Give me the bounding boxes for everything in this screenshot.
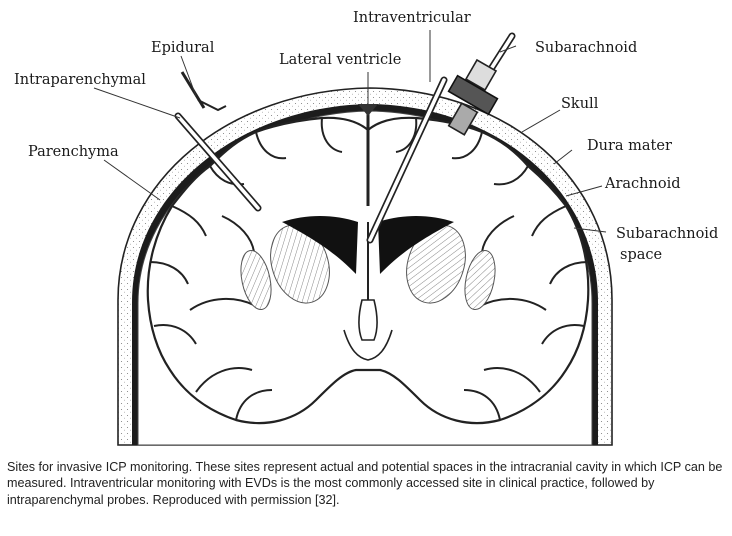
label-lateral-ventricle: Lateral ventricle bbox=[279, 52, 401, 68]
label-dura-mater: Dura mater bbox=[587, 138, 672, 154]
subarachnoid-bolt bbox=[447, 32, 516, 136]
label-skull: Skull bbox=[561, 96, 599, 112]
lateral-ventricle-left bbox=[282, 216, 358, 274]
label-subarachnoid-space-line2: space bbox=[620, 247, 662, 263]
basal-ganglia-right bbox=[406, 224, 466, 304]
figure-caption: Sites for invasive ICP monitoring. These… bbox=[7, 460, 723, 507]
label-epidural: Epidural bbox=[151, 40, 215, 56]
label-subarachnoid: Subarachnoid bbox=[535, 40, 637, 56]
intraventricular-catheter bbox=[366, 76, 448, 244]
basal-ganglia-left bbox=[270, 224, 330, 304]
label-arachnoid: Arachnoid bbox=[604, 176, 681, 192]
label-intraparenchymal: Intraparenchymal bbox=[14, 72, 146, 88]
insula-right bbox=[464, 250, 496, 310]
intraparenchymal-probe bbox=[174, 112, 262, 212]
label-parenchyma: Parenchyma bbox=[28, 144, 119, 160]
sulci bbox=[149, 117, 589, 421]
leader-lines bbox=[93, 30, 607, 233]
lateral-ventricle-right bbox=[378, 216, 454, 274]
third-ventricle bbox=[358, 299, 378, 341]
epidural-probe bbox=[180, 71, 227, 112]
label-intraventricular: Intraventricular bbox=[353, 10, 471, 26]
brain-cross-section-diagram: Intraventricular Epidural Lateral ventri… bbox=[14, 10, 718, 446]
insula-left bbox=[240, 250, 272, 310]
label-subarachnoid-space-line1: Subarachnoid bbox=[616, 226, 718, 242]
